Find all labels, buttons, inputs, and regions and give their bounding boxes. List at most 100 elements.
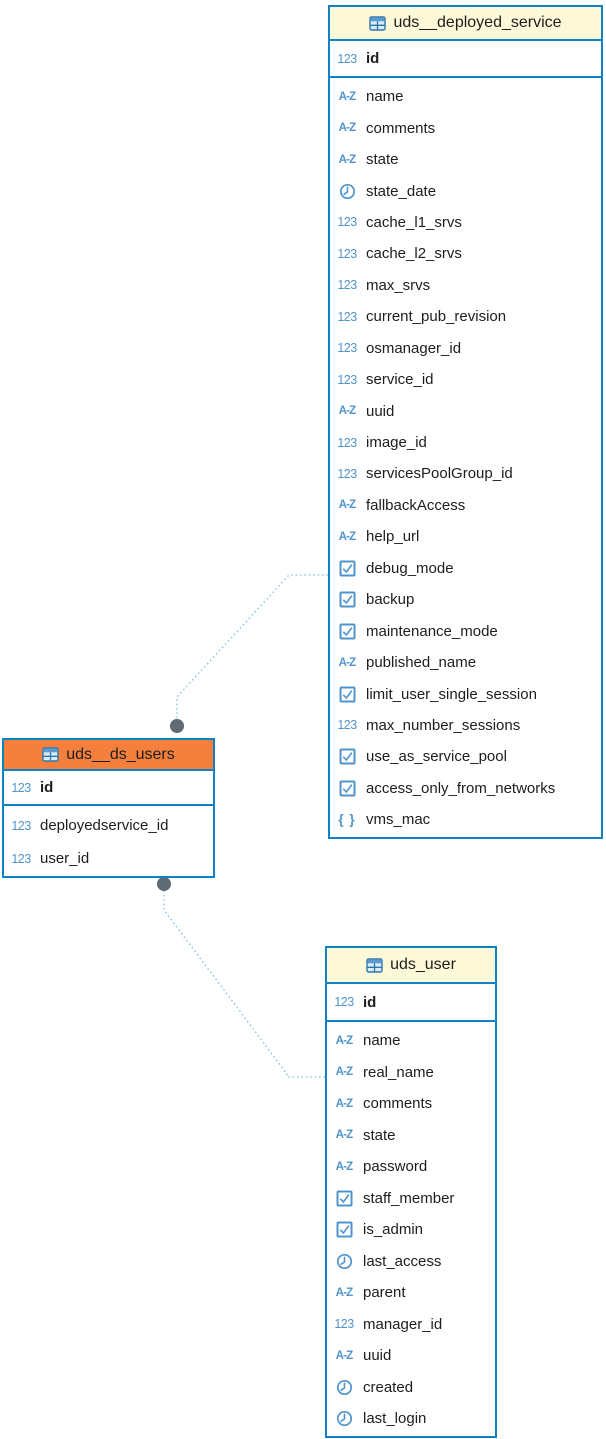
column-is_admin[interactable]: is_admin xyxy=(327,1214,495,1246)
number-type-icon: 123 xyxy=(9,781,33,795)
column-name: last_access xyxy=(363,1252,442,1270)
text-type-glyph: A-Z xyxy=(335,1286,354,1299)
column-name: max_srvs xyxy=(366,276,431,294)
column-max_srvs[interactable]: 123 max_srvs xyxy=(330,270,601,301)
column-state_date[interactable]: state_date xyxy=(330,175,601,206)
column-parent[interactable]: A-Z parent xyxy=(327,1277,495,1309)
column-published_name[interactable]: A-Z published_name xyxy=(330,647,601,678)
column-name: help_url xyxy=(366,528,420,546)
json-type-icon: { } xyxy=(335,812,359,827)
number-type-glyph: 123 xyxy=(337,215,357,230)
column-name: image_id xyxy=(366,434,427,452)
text-type-glyph: A-Z xyxy=(335,1160,354,1173)
column-name: real_name xyxy=(363,1063,434,1081)
text-type-glyph: A-Z xyxy=(338,656,357,669)
column-current_pub_revision[interactable]: 123 current_pub_revision xyxy=(330,301,601,332)
column-service_id[interactable]: 123 service_id xyxy=(330,364,601,395)
text-type-icon: A-Z xyxy=(332,1129,356,1141)
number-type-icon: 123 xyxy=(335,310,359,324)
column-vms_mac[interactable]: { }vms_mac xyxy=(330,804,601,835)
relationship-endpoint-dot-0[interactable] xyxy=(170,719,184,733)
column-name: id xyxy=(366,50,380,67)
relationship-line-1[interactable] xyxy=(163,886,325,1078)
text-type-glyph: A-Z xyxy=(335,1066,354,1079)
column-name: use_as_service_pool xyxy=(366,748,507,766)
column-name: osmanager_id xyxy=(366,339,462,357)
column-name: password xyxy=(363,1158,428,1176)
table-title: uds__deployed_service xyxy=(393,14,562,31)
table-header[interactable]: uds_user xyxy=(327,948,495,984)
column-name: service_id xyxy=(366,371,434,389)
text-type-glyph: A-Z xyxy=(335,1034,354,1047)
table-header[interactable]: uds__ds_users xyxy=(4,740,213,771)
column-last_login[interactable]: last_login xyxy=(327,1403,495,1435)
column-staff_member[interactable]: staff_member xyxy=(327,1183,495,1215)
text-type-icon: A-Z xyxy=(332,1350,356,1362)
column-use_as_service_pool[interactable]: use_as_service_pool xyxy=(330,741,601,772)
relationship-line-0[interactable] xyxy=(176,574,328,732)
text-type-icon: A-Z xyxy=(335,91,359,103)
column-name: user_id xyxy=(40,850,90,867)
text-type-icon: A-Z xyxy=(335,499,359,511)
column-uuid[interactable]: A-Z uuid xyxy=(327,1340,495,1372)
column-name: published_name xyxy=(366,654,477,672)
column-debug_mode[interactable]: debug_mode xyxy=(330,553,601,584)
table-title: uds__ds_users xyxy=(66,745,175,763)
text-type-glyph: A-Z xyxy=(335,1129,354,1142)
column-password[interactable]: A-Z password xyxy=(327,1151,495,1183)
number-type-icon: 123 xyxy=(332,1317,356,1331)
number-type-glyph: 123 xyxy=(337,278,357,293)
text-type-glyph: A-Z xyxy=(338,122,357,135)
column-name: manager_id xyxy=(363,1315,443,1333)
number-type-glyph: 123 xyxy=(337,372,357,387)
column-name: current_pub_revision xyxy=(366,308,507,326)
text-type-glyph: A-Z xyxy=(338,499,357,512)
column-limit_user_single_session[interactable]: limit_user_single_session xyxy=(330,678,601,709)
table-header[interactable]: uds__deployed_service xyxy=(330,7,601,41)
column-name: uuid xyxy=(366,402,395,420)
column-name: deployedservice_id xyxy=(40,817,169,834)
text-type-icon: A-Z xyxy=(335,154,359,166)
column-manager_id[interactable]: 123 manager_id xyxy=(327,1309,495,1341)
column-created[interactable]: created xyxy=(327,1372,495,1404)
column-access_only_from_networks[interactable]: access_only_from_networks xyxy=(330,773,601,804)
column-name: uuid xyxy=(363,1347,392,1365)
column-id[interactable]: 123 id xyxy=(330,50,601,67)
column-name: parent xyxy=(363,1284,406,1302)
text-type-glyph: A-Z xyxy=(338,405,357,418)
relationship-endpoint-dot-1[interactable] xyxy=(157,877,171,891)
number-type-icon: 123 xyxy=(335,52,359,66)
datetime-type-icon xyxy=(332,1379,356,1396)
number-type-glyph: 123 xyxy=(337,466,357,481)
column-real_name[interactable]: A-Z real_name xyxy=(327,1057,495,1089)
column-maintenance_mode[interactable]: maintenance_mode xyxy=(330,615,601,646)
number-type-icon: 123 xyxy=(335,467,359,481)
text-type-glyph: A-Z xyxy=(335,1349,354,1362)
column-backup[interactable]: backup xyxy=(330,584,601,615)
column-uuid[interactable]: A-Z uuid xyxy=(330,395,601,426)
column-last_access[interactable]: last_access xyxy=(327,1246,495,1278)
